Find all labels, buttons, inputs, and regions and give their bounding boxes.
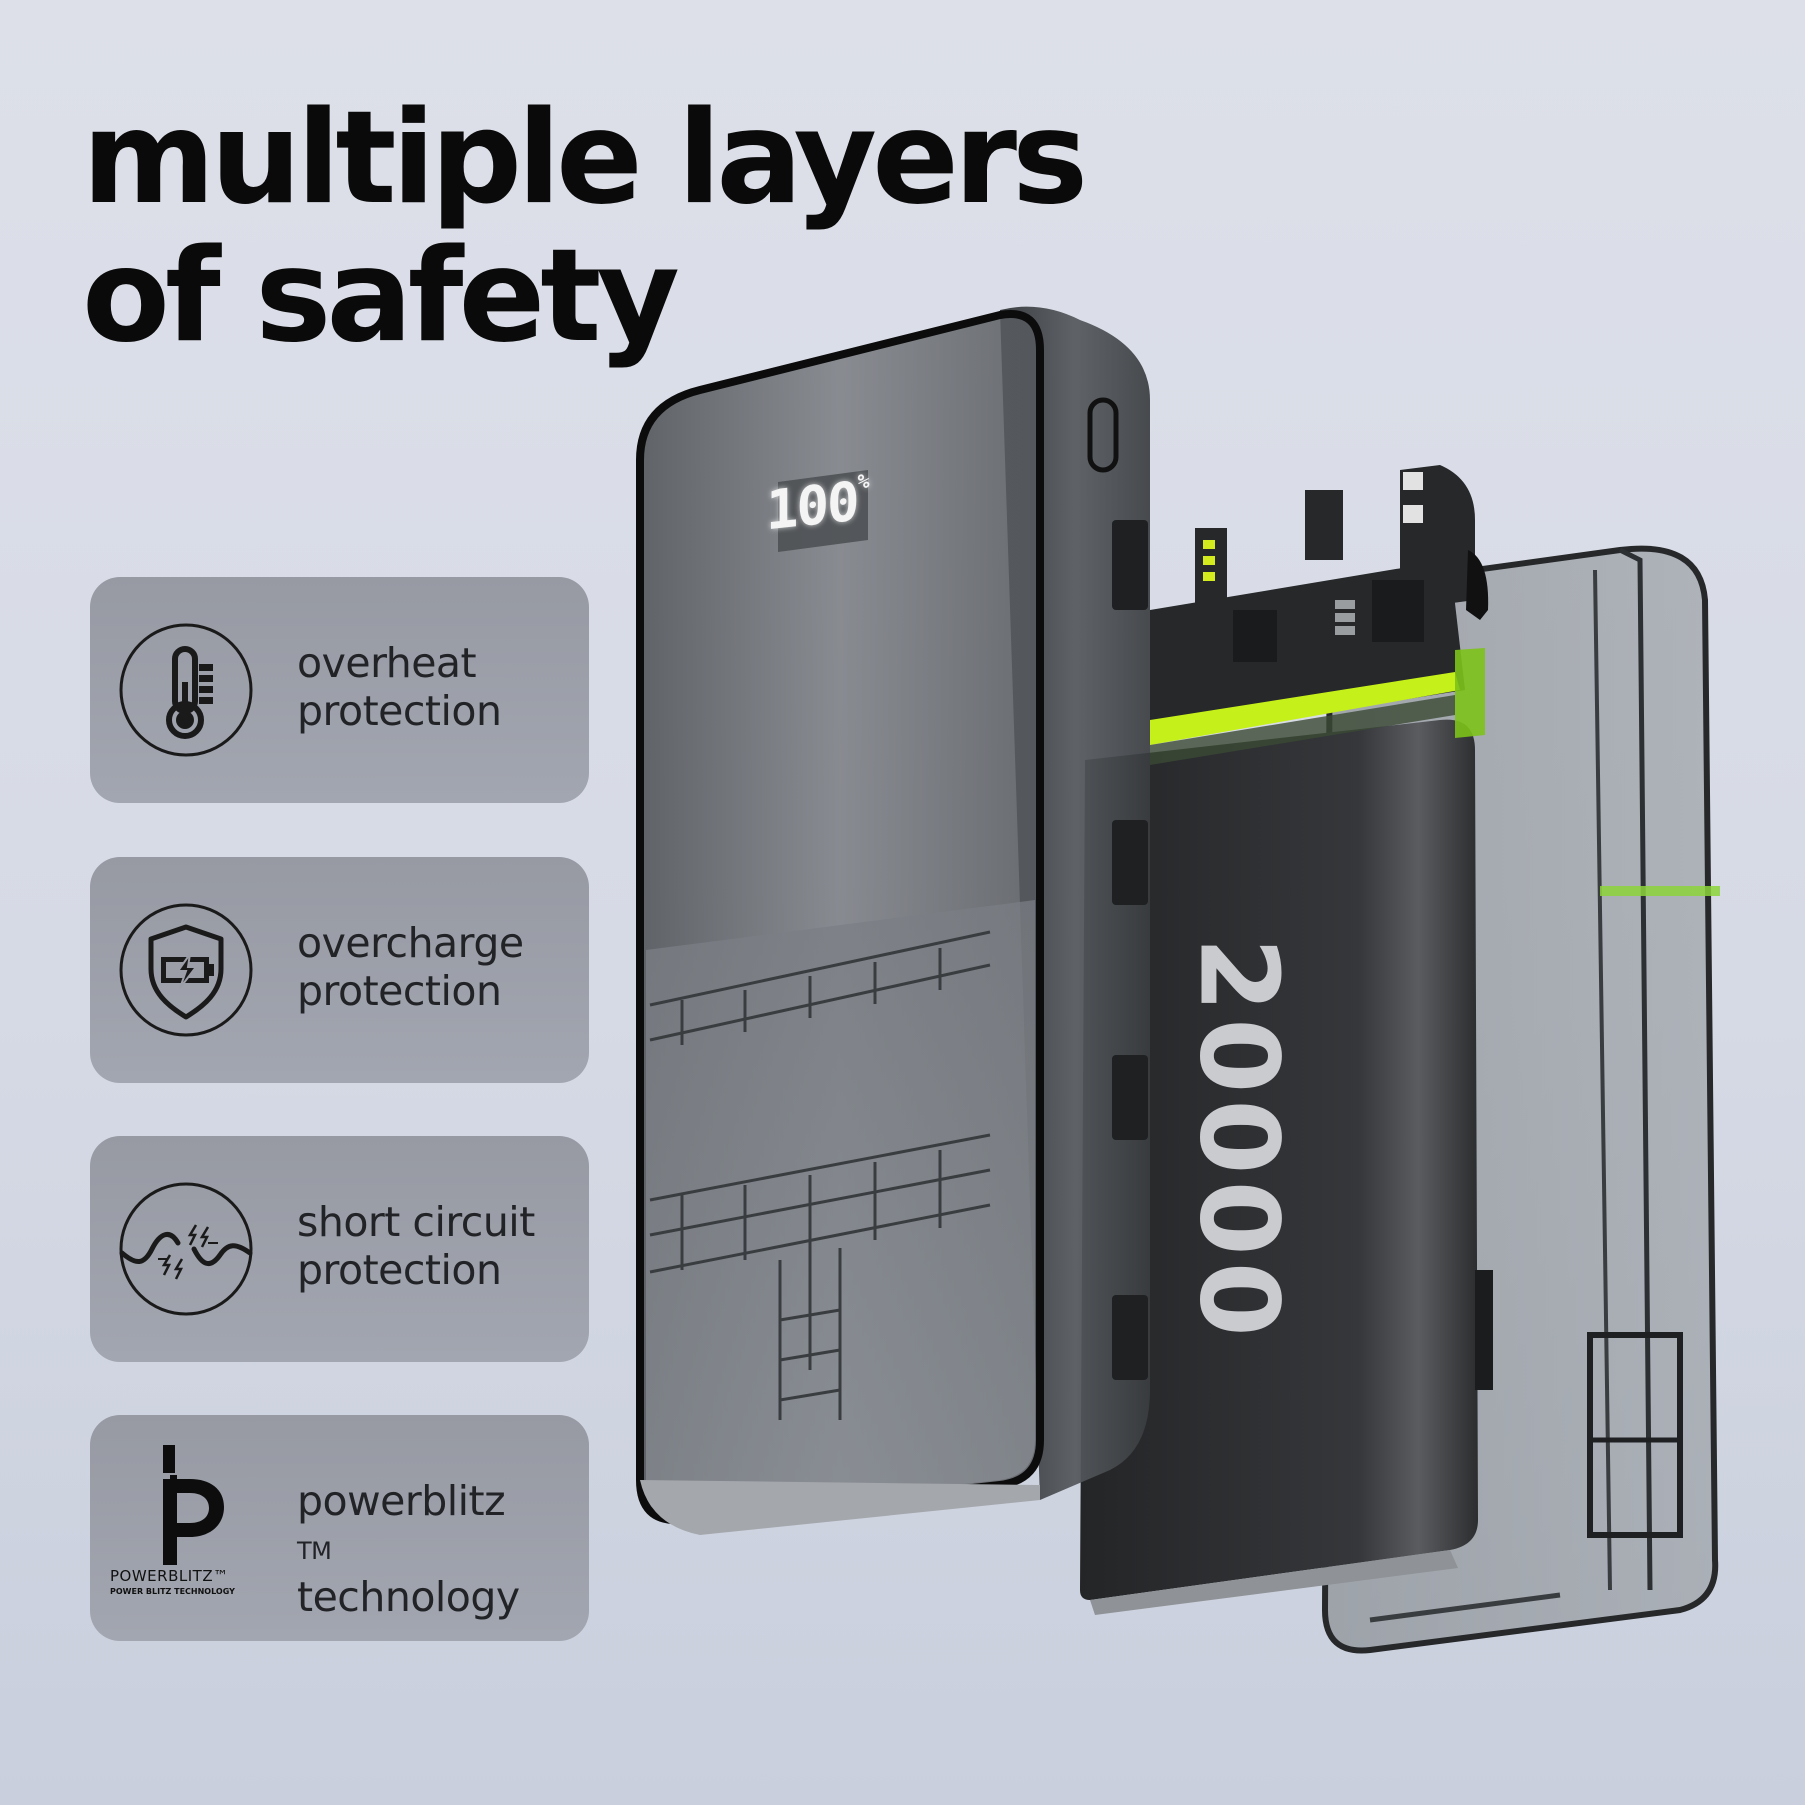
feature-card-powerblitz: POWERBLITZ™ POWER BLITZ TECHNOLOGY power… <box>90 1415 589 1641</box>
feature-card-short-circuit: short circuit protection <box>90 1136 589 1362</box>
short-circuit-icon <box>118 1181 254 1317</box>
pcb-board <box>1150 465 1489 765</box>
shield-battery-icon <box>118 902 254 1038</box>
battery-capacity-label: 20000 <box>1175 937 1301 1343</box>
headline: multiple layers of safety <box>82 84 1088 371</box>
headline-line-1: multiple layers <box>82 84 1088 233</box>
thermometer-icon <box>118 622 254 758</box>
feature-label: short circuit protection <box>297 1198 535 1294</box>
front-shell-side <box>1000 306 1150 1501</box>
powerblitz-logo: POWERBLITZ™ POWER BLITZ TECHNOLOGY <box>110 1445 260 1615</box>
back-shell <box>1321 545 1720 1654</box>
feature-card-overcharge: overcharge protection <box>90 857 589 1083</box>
battery-percentage-display: 100% <box>766 468 868 543</box>
feature-label: overcharge protection <box>297 919 524 1015</box>
headline-line-2: of safety <box>82 222 680 371</box>
powerblitz-p-icon <box>163 1445 224 1565</box>
feature-card-overheat: overheat protection <box>90 577 589 803</box>
feature-label: overheat protection <box>297 639 502 735</box>
